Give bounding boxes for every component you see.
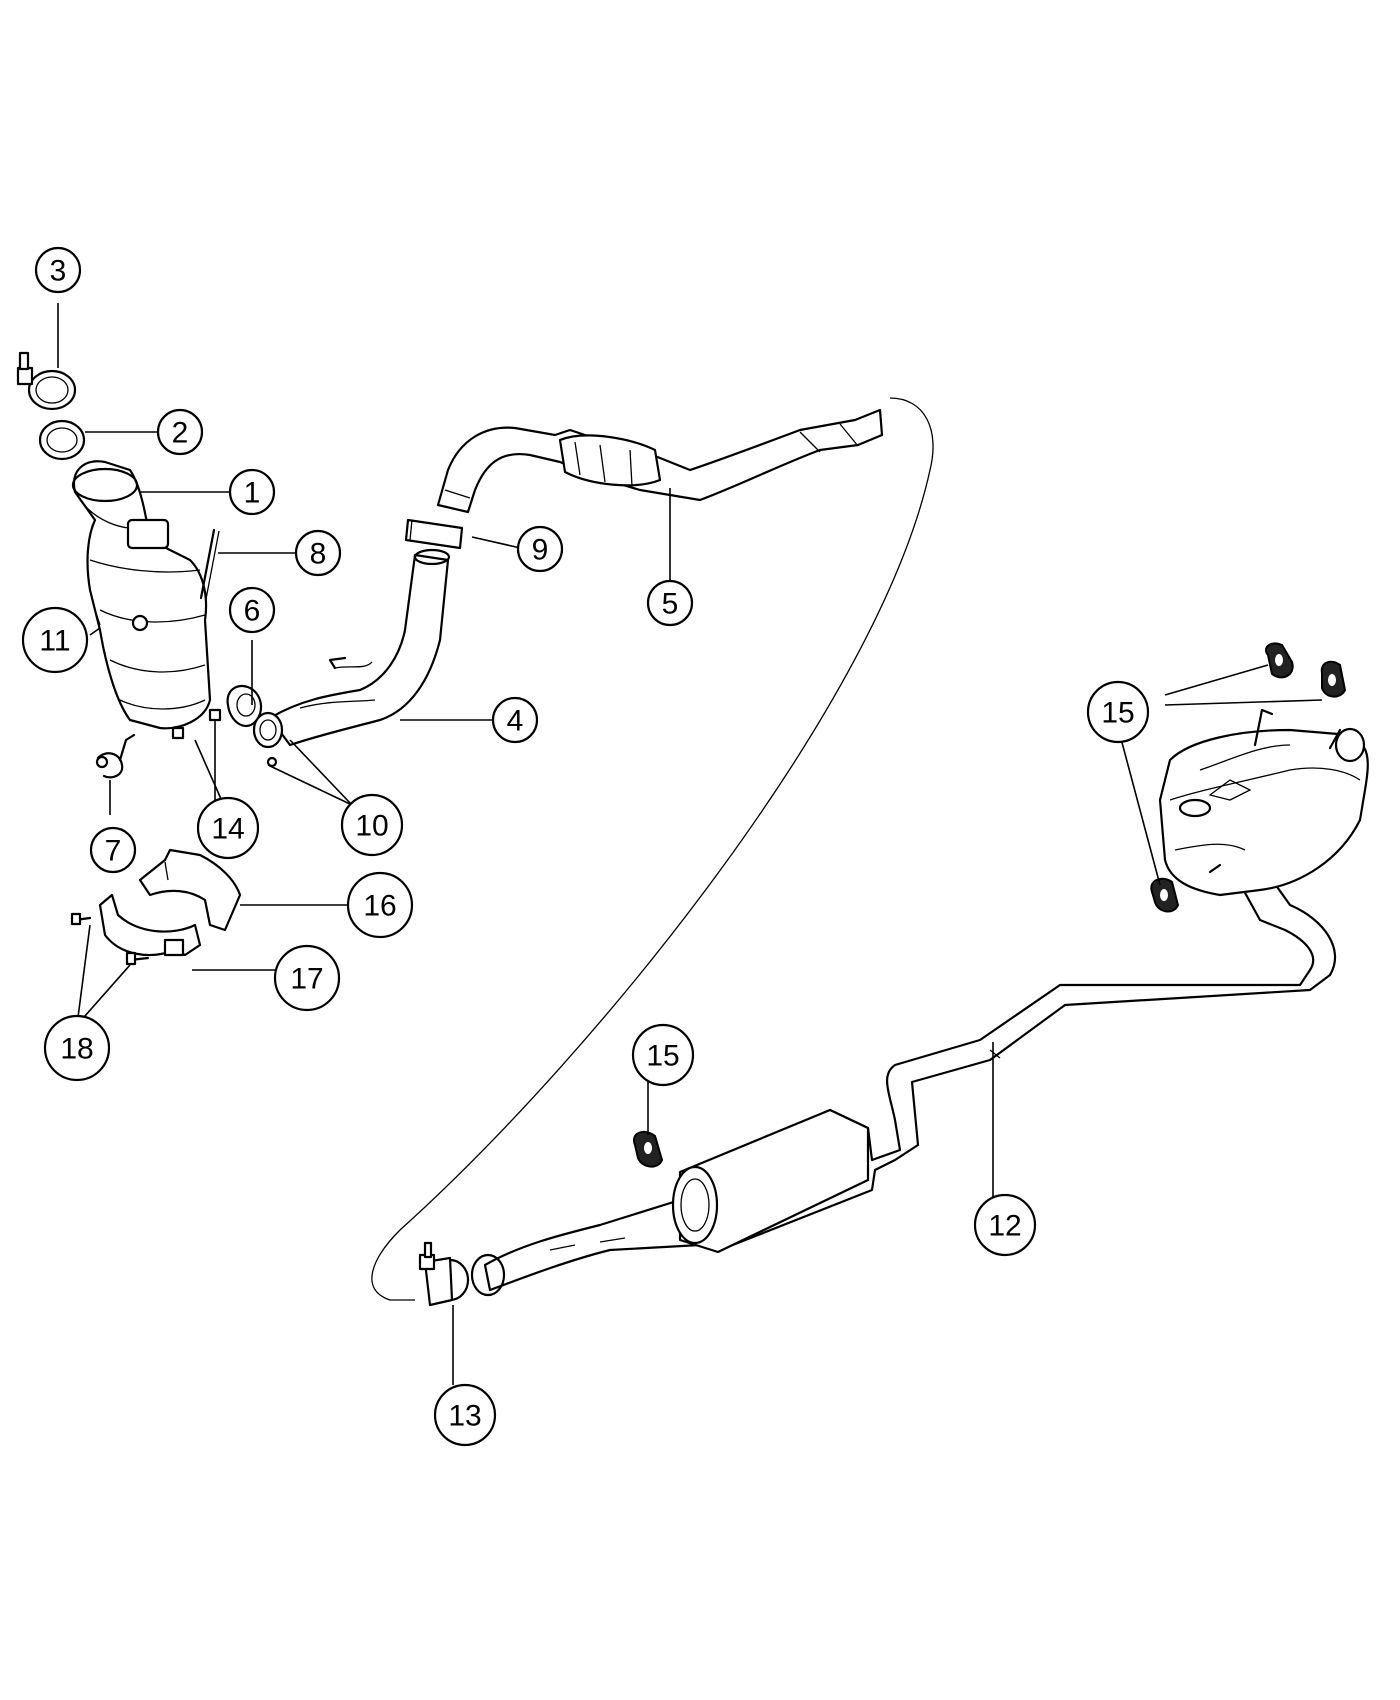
callout-1: 1 (228, 468, 276, 516)
svg-text:7: 7 (105, 835, 122, 868)
callout-15-upper: 15 (1086, 680, 1150, 744)
callout-9: 9 (516, 525, 564, 573)
svg-text:14: 14 (211, 813, 244, 846)
front-pipe-part-4 (252, 548, 451, 768)
svg-text:10: 10 (355, 810, 388, 843)
bolts-part-18 (70, 912, 150, 966)
callout-5: 5 (646, 579, 694, 627)
clamp-part-13 (418, 1241, 470, 1307)
callout-15-lower: 15 (631, 1023, 695, 1087)
catalytic-converter-part-11 (71, 460, 212, 730)
svg-text:6: 6 (244, 595, 261, 628)
callout-17: 17 (273, 944, 341, 1012)
svg-text:1: 1 (244, 477, 261, 510)
callout-10: 10 (340, 793, 404, 857)
callout-2: 2 (156, 408, 204, 456)
heat-shield-part-16 (138, 848, 242, 932)
svg-text:15: 15 (646, 1040, 679, 1073)
svg-text:15: 15 (1101, 697, 1134, 730)
callout-8: 8 (294, 529, 342, 577)
svg-text:18: 18 (60, 1033, 93, 1066)
callout-18: 18 (43, 1014, 111, 1082)
callout-16: 16 (346, 871, 414, 939)
leader-lines (57, 303, 1323, 1385)
callout-13: 13 (433, 1383, 497, 1447)
svg-text:2: 2 (172, 417, 189, 450)
svg-text:13: 13 (448, 1400, 481, 1433)
svg-text:9: 9 (532, 534, 549, 567)
svg-text:4: 4 (507, 705, 524, 738)
callout-4: 4 (491, 696, 539, 744)
gasket-ring-part-2 (38, 419, 86, 461)
svg-text:5: 5 (662, 588, 679, 621)
svg-text:3: 3 (50, 255, 67, 288)
muffler-tailpipe-part-12 (470, 868, 1336, 1297)
rear-muffler (1158, 708, 1369, 897)
sensor-wire-part-7 (95, 733, 136, 779)
callout-6: 6 (228, 586, 276, 634)
svg-text:12: 12 (988, 1210, 1021, 1243)
clamp-band-part-9 (404, 518, 464, 550)
clamp-part-3 (16, 351, 77, 411)
rod-part-8 (199, 528, 220, 600)
callout-11: 11 (21, 606, 89, 674)
svg-text:16: 16 (363, 890, 396, 923)
callout-7: 7 (89, 826, 137, 874)
strap-bracket-part-17 (98, 893, 202, 957)
callout-3: 3 (34, 246, 82, 294)
svg-text:17: 17 (290, 963, 323, 996)
svg-text:11: 11 (39, 625, 70, 658)
svg-text:8: 8 (310, 538, 327, 571)
rubber-isolators-part-15 (633, 642, 1347, 1168)
callout-14: 14 (196, 796, 260, 860)
intermediate-pipe-part-5 (436, 408, 884, 514)
section-outline (371, 397, 934, 1301)
callout-12: 12 (973, 1193, 1037, 1257)
